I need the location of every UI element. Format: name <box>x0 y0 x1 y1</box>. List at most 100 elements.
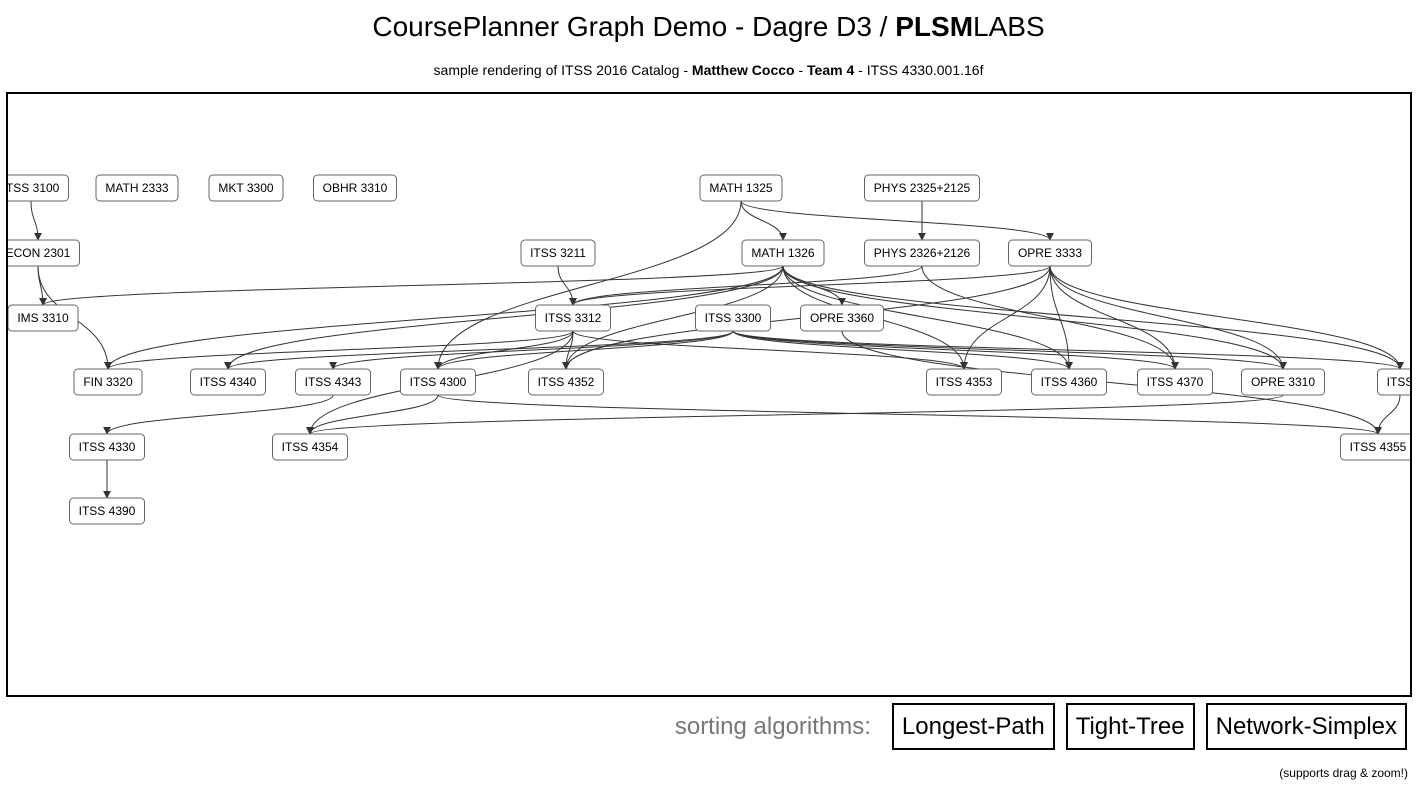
edge-phys2326-itss3312 <box>569 265 923 306</box>
course-node-box <box>400 368 476 396</box>
course-node-itss4370[interactable]: ITSS 4370 <box>1137 368 1213 396</box>
course-node-label: MATH 1325 <box>709 181 772 195</box>
course-node-itss4330[interactable]: ITSS 4330 <box>69 433 145 461</box>
course-node-box <box>741 239 825 267</box>
edge-phys2326-itss4370 <box>921 265 1179 370</box>
course-node-itss4353[interactable]: ITSS 4353 <box>926 368 1002 396</box>
course-node-obhr3310[interactable]: OBHR 3310 <box>313 174 397 202</box>
course-node-label: ITSS 4390 <box>79 504 136 518</box>
course-node-label: ITSS <box>1387 375 1412 389</box>
course-node-label: OPRE 3333 <box>1018 246 1082 260</box>
course-node-box <box>800 304 884 332</box>
course-node-box <box>1031 368 1107 396</box>
course-node-box <box>926 368 1002 396</box>
course-node-label: ITSS 4355 <box>1350 440 1407 454</box>
course-node-fin3320[interactable]: FIN 3320 <box>73 368 143 396</box>
course-node-econ2301[interactable]: ECON 2301 <box>6 239 80 267</box>
edge-math1325-itss4300 <box>434 200 742 370</box>
edge-math1326-opre3310 <box>782 265 1287 370</box>
edge-opre3333-itss4353 <box>960 265 1051 370</box>
course-node-phys2325[interactable]: PHYS 2325+2125 <box>864 174 980 202</box>
course-node-itss3300[interactable]: ITSS 3300 <box>695 304 771 332</box>
course-node-box <box>8 304 79 332</box>
course-node-label: ITSS 4352 <box>538 375 595 389</box>
subtitle-prefix: sample rendering of ITSS 2016 Catalog - <box>433 62 692 78</box>
edge-math1325-opre3333 <box>740 200 1054 241</box>
course-node-itss4300[interactable]: ITSS 4300 <box>400 368 476 396</box>
course-node-itss4340[interactable]: ITSS 4340 <box>190 368 266 396</box>
course-node-label: MATH 2333 <box>105 181 168 195</box>
course-node-opre3360[interactable]: OPRE 3360 <box>800 304 884 332</box>
edge-itss3300-opre3310 <box>732 330 1287 370</box>
course-node-label: ITSS 3100 <box>6 181 60 195</box>
network-simplex-button[interactable]: Network-Simplex <box>1205 703 1407 750</box>
course-node-box <box>695 304 771 332</box>
course-node-label: FIN 3320 <box>83 375 133 389</box>
course-node-itss4355[interactable]: ITSS 4355 <box>1340 433 1413 461</box>
edge-itss3300-itssx <box>732 330 1404 370</box>
course-node-label: ITSS 4340 <box>200 375 257 389</box>
course-node-itss3100[interactable]: ITSS 3100 <box>6 174 69 202</box>
edge-itss4343-itss4330 <box>103 394 334 435</box>
edge-opre3310-itss4354 <box>306 394 1284 435</box>
course-node-itss4360[interactable]: ITSS 4360 <box>1031 368 1107 396</box>
longest-path-button[interactable]: Longest-Path <box>891 703 1055 750</box>
edge-itss3300-itss4340 <box>224 330 734 370</box>
course-node-box <box>295 368 371 396</box>
course-node-box <box>535 304 611 332</box>
course-node-label: OPRE 3310 <box>1251 375 1315 389</box>
course-node-box <box>1008 239 1092 267</box>
course-node-label: ECON 2301 <box>6 246 71 260</box>
course-node-itssx[interactable]: ITSS <box>1377 368 1413 396</box>
subtitle-separator: - <box>794 62 808 78</box>
course-node-box <box>8 239 80 267</box>
course-node-box <box>69 497 145 525</box>
course-node-box <box>313 174 397 202</box>
course-node-label: ITSS 3312 <box>545 311 602 325</box>
course-node-itss4352[interactable]: ITSS 4352 <box>528 368 604 396</box>
course-node-label: PHYS 2326+2126 <box>874 246 971 260</box>
course-node-box <box>1377 368 1410 396</box>
course-node-box <box>864 239 980 267</box>
course-node-label: ITSS 4343 <box>305 375 362 389</box>
course-node-itss4354[interactable]: ITSS 4354 <box>272 433 348 461</box>
course-node-label: ITSS 4330 <box>79 440 136 454</box>
course-node-label: MATH 1326 <box>751 246 814 260</box>
edge-opre3333-itss4370 <box>1049 265 1179 370</box>
course-node-math1325[interactable]: MATH 1325 <box>699 174 783 202</box>
course-node-itss3312[interactable]: ITSS 3312 <box>535 304 611 332</box>
sorting-controls: sorting algorithms: Longest-Path Tight-T… <box>675 703 1407 750</box>
edge-math1326-itss4360 <box>782 265 1073 370</box>
course-node-opre3310[interactable]: OPRE 3310 <box>1241 368 1325 396</box>
course-node-label: MKT 3300 <box>218 181 273 195</box>
course-node-box <box>190 368 266 396</box>
course-node-ims3310[interactable]: IMS 3310 <box>8 304 79 332</box>
edge-itss3312-itss4300 <box>434 330 574 370</box>
course-node-math2333[interactable]: MATH 2333 <box>95 174 179 202</box>
course-node-opre3333[interactable]: OPRE 3333 <box>1008 239 1092 267</box>
edge-opre3333-itssx <box>1049 265 1404 370</box>
course-node-mkt3300[interactable]: MKT 3300 <box>208 174 284 202</box>
course-node-itss3211[interactable]: ITSS 3211 <box>520 239 596 267</box>
course-node-label: OPRE 3360 <box>810 311 874 325</box>
course-node-label: ITSS 4360 <box>1041 375 1098 389</box>
course-node-itss4343[interactable]: ITSS 4343 <box>295 368 371 396</box>
edge-itss3300-itss4343 <box>329 330 734 370</box>
course-node-box <box>528 368 604 396</box>
edge-opre3360-itss4355 <box>841 330 1382 435</box>
edge-itss4300-itss4354 <box>306 394 439 435</box>
course-node-itss4390[interactable]: ITSS 4390 <box>69 497 145 525</box>
edge-math1325-math1326 <box>740 200 787 241</box>
course-node-label: OBHR 3310 <box>323 181 388 195</box>
course-node-box <box>73 368 143 396</box>
course-node-box <box>1340 433 1410 461</box>
tight-tree-button[interactable]: Tight-Tree <box>1065 703 1195 750</box>
edge-opre3333-itss3312 <box>569 265 1051 306</box>
course-node-box <box>272 433 348 461</box>
edge-math1326-fin3320 <box>104 265 784 370</box>
course-node-math1326[interactable]: MATH 1326 <box>741 239 825 267</box>
course-node-phys2326[interactable]: PHYS 2326+2126 <box>864 239 980 267</box>
